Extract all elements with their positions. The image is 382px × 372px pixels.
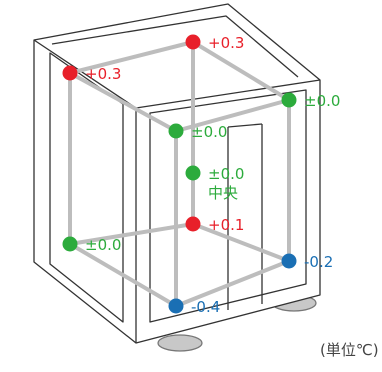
point-marker <box>281 253 297 269</box>
frame-front-top <box>174 98 291 133</box>
point-value-label: ±0.0 <box>208 165 244 183</box>
point-marker <box>185 216 201 232</box>
measurement-point-upper-center: ±0.0 <box>168 123 227 141</box>
point-value-label: ±0.0 <box>85 236 121 254</box>
point-marker <box>62 236 78 252</box>
point-value-label: -0.4 <box>191 298 220 316</box>
measurement-points: +0.3+0.3±0.0±0.0±0.0中央+0.1±0.0-0.2-0.4 <box>62 34 340 316</box>
point-value-label: +0.3 <box>85 65 121 83</box>
point-value-label: ±0.0 <box>304 92 340 110</box>
measurement-point-top-front-right: ±0.0 <box>281 92 340 110</box>
point-value-label: +0.1 <box>208 216 244 234</box>
door-seam-top <box>227 123 263 128</box>
measurement-point-left-middle: ±0.0 <box>62 236 121 254</box>
measurement-point-top-back-right: +0.3 <box>185 34 244 52</box>
measurement-point-bottom-right: -0.2 <box>281 253 333 271</box>
point-sublabel: 中央 <box>208 184 238 202</box>
point-marker <box>281 92 297 108</box>
point-value-label: ±0.0 <box>191 123 227 141</box>
unit-label: (単位℃) <box>320 341 379 359</box>
frame-mid-left <box>68 71 178 133</box>
point-marker <box>168 298 184 314</box>
measurement-point-center: ±0.0中央 <box>185 165 244 202</box>
foot-left <box>157 334 203 352</box>
point-marker <box>168 123 184 139</box>
frame-bottom-front <box>174 259 291 308</box>
point-marker <box>62 65 78 81</box>
front-opening <box>149 89 307 323</box>
point-value-label: -0.2 <box>304 253 333 271</box>
top-panel <box>51 15 299 78</box>
measurement-point-lower-center: +0.1 <box>185 216 244 234</box>
point-value-label: +0.3 <box>208 34 244 52</box>
frame-left-bottom <box>68 242 178 308</box>
measurement-point-top-back-left: +0.3 <box>62 65 121 83</box>
point-marker <box>185 165 201 181</box>
point-marker <box>185 34 201 50</box>
measurement-point-bottom-front: -0.4 <box>168 298 220 316</box>
